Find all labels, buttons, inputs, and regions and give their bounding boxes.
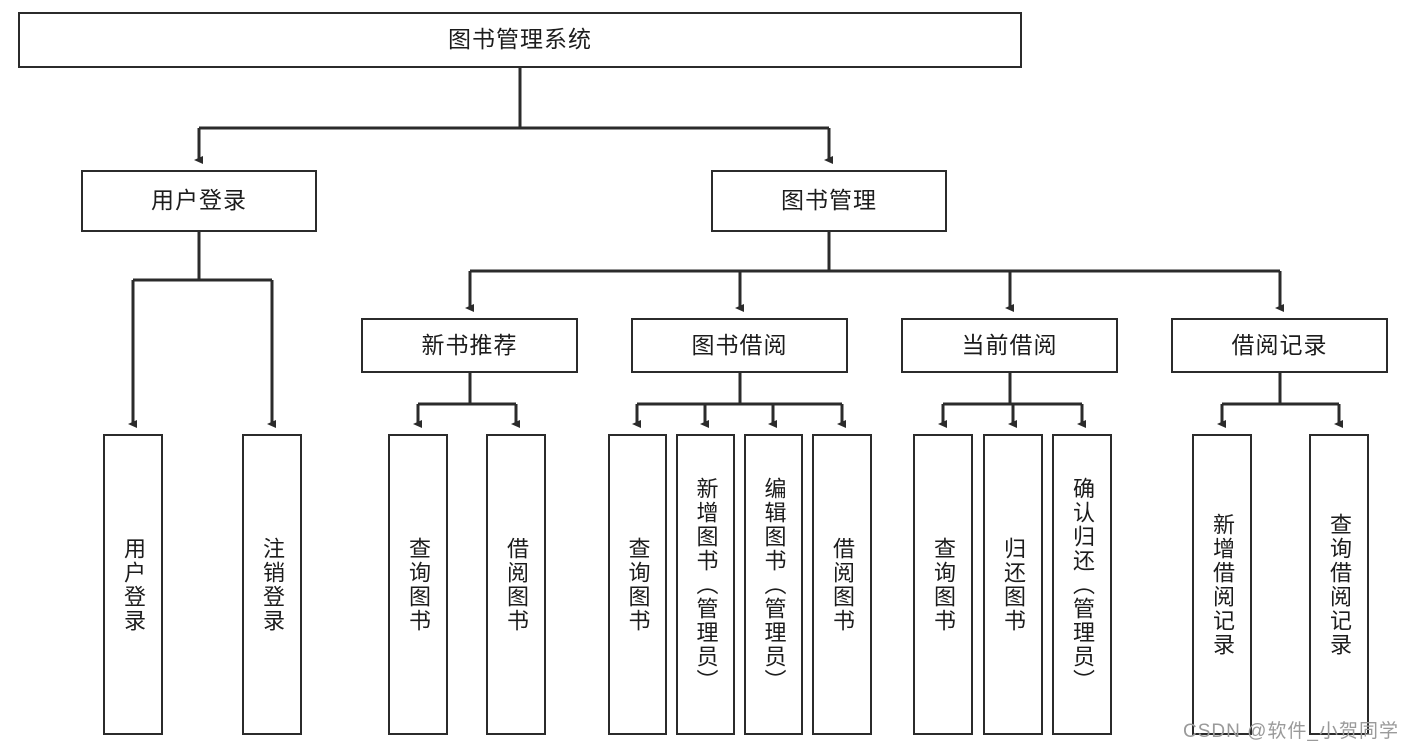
node-current-borrow[interactable]: 当前借阅 xyxy=(901,318,1118,373)
node-leaf-user-login-label: 用户登录 xyxy=(120,536,146,633)
node-user-login[interactable]: 用户登录 xyxy=(81,170,317,232)
node-leaf-borrow-books-2-label: 借阅图书 xyxy=(829,536,855,633)
node-book-borrow[interactable]: 图书借阅 xyxy=(631,318,848,373)
node-leaf-borrow-books-1[interactable]: 借阅图书 xyxy=(486,434,546,735)
node-leaf-add-book-admin-label: 新增图书（管理员） xyxy=(693,476,719,693)
node-leaf-return-books[interactable]: 归还图书 xyxy=(983,434,1043,735)
node-leaf-edit-book-admin-label: 编辑图书（管理员） xyxy=(761,476,787,693)
node-leaf-edit-book-admin[interactable]: 编辑图书（管理员） xyxy=(744,434,803,735)
node-leaf-query-books-2-label: 查询图书 xyxy=(625,536,651,633)
node-leaf-add-book-admin[interactable]: 新增图书（管理员） xyxy=(676,434,735,735)
node-leaf-logout-login[interactable]: 注销登录 xyxy=(242,434,302,735)
node-leaf-borrow-books-2[interactable]: 借阅图书 xyxy=(812,434,872,735)
node-leaf-return-books-label: 归还图书 xyxy=(1000,536,1026,633)
node-borrow-record[interactable]: 借阅记录 xyxy=(1171,318,1388,373)
node-root-system[interactable]: 图书管理系统 xyxy=(18,12,1022,68)
node-book-management[interactable]: 图书管理 xyxy=(711,170,947,232)
node-leaf-query-books-3-label: 查询图书 xyxy=(930,536,956,633)
node-leaf-add-borrow-record[interactable]: 新增借阅记录 xyxy=(1192,434,1252,735)
node-leaf-confirm-return-admin[interactable]: 确认归还（管理员） xyxy=(1052,434,1112,735)
node-leaf-borrow-books-1-label: 借阅图书 xyxy=(503,536,529,633)
node-leaf-query-borrow-record[interactable]: 查询借阅记录 xyxy=(1309,434,1369,735)
node-leaf-add-borrow-record-label: 新增借阅记录 xyxy=(1209,512,1235,657)
node-leaf-query-books-2[interactable]: 查询图书 xyxy=(608,434,667,735)
node-leaf-logout-login-label: 注销登录 xyxy=(259,536,285,633)
node-leaf-query-books-1-label: 查询图书 xyxy=(405,536,431,633)
node-leaf-query-books-1[interactable]: 查询图书 xyxy=(388,434,448,735)
watermark-text: CSDN @软件_小贺同学 xyxy=(1183,721,1399,742)
node-leaf-query-books-3[interactable]: 查询图书 xyxy=(913,434,973,735)
node-new-book-recommend[interactable]: 新书推荐 xyxy=(361,318,578,373)
node-leaf-query-borrow-record-label: 查询借阅记录 xyxy=(1326,512,1352,657)
node-leaf-user-login[interactable]: 用户登录 xyxy=(103,434,163,735)
node-leaf-confirm-return-admin-label: 确认归还（管理员） xyxy=(1069,476,1095,693)
